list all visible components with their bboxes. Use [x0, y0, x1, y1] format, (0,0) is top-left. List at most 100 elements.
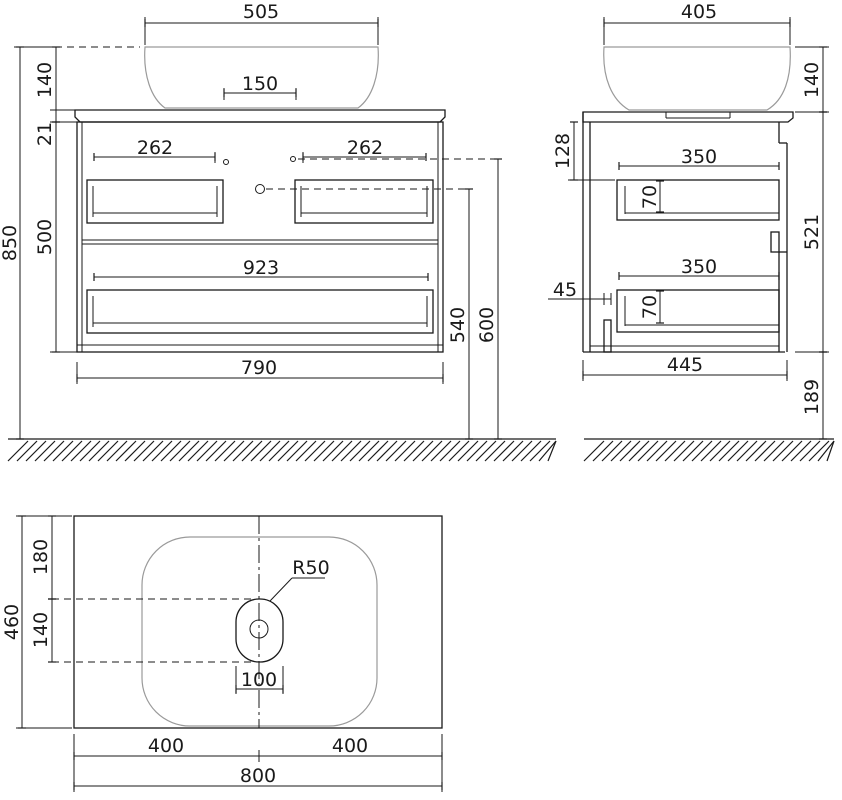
ground-hatch-line — [214, 440, 236, 462]
dim-bottom-drawer-width: 923 — [243, 257, 279, 279]
hatch-front-ground — [7, 440, 557, 462]
ground-hatch-line — [655, 440, 677, 462]
dim-bowl-width: 505 — [243, 1, 279, 23]
ground-hatch-line — [61, 440, 83, 462]
front-view: 505 150 262 262 923 790 850 140 21 500 5… — [0, 1, 557, 462]
ground-hatch-line — [403, 440, 425, 462]
ground-hatch-line — [637, 440, 659, 462]
dim-side-bowl-depth: 405 — [681, 1, 717, 23]
dim-top-drain-width: 100 — [241, 669, 277, 691]
dim-drain-width: 150 — [242, 73, 278, 95]
front-drawer-right — [294, 179, 434, 224]
hatch-side-ground — [583, 440, 835, 462]
ground-hatch-line — [340, 440, 362, 462]
ground-hatch-line — [421, 440, 443, 462]
ground-hatch-line — [178, 440, 200, 462]
ground-hatch-line — [277, 440, 299, 462]
dim-top-drain-offset: 140 — [30, 612, 52, 648]
dim-side-drawer-bottom-depth: 350 — [681, 256, 717, 278]
dim-side-drawer-top-height: 70 — [639, 185, 661, 209]
top-drain-outline — [235, 598, 284, 663]
dim-top-half-left: 400 — [148, 735, 184, 757]
ground-hatch-line — [7, 440, 29, 462]
front-worktop — [74, 109, 446, 123]
ground-hatch-line — [745, 440, 767, 462]
ground-hatch-line — [727, 440, 749, 462]
side-bowl-outline — [603, 46, 791, 111]
ground-hatch-line — [484, 440, 506, 462]
ground-hatch-line — [241, 440, 263, 462]
ground-hatch-line — [466, 440, 488, 462]
ground-hatch-line — [106, 440, 128, 462]
front-cabinet-body — [76, 121, 444, 353]
dim-side-cabinet-depth: 445 — [667, 354, 703, 376]
dim-drawer-right-width: 262 — [347, 137, 383, 159]
ground-hatch-line — [115, 440, 137, 462]
ground-hatch-line — [25, 440, 47, 462]
ground-hatch-line — [430, 440, 452, 462]
ground-hatch-line — [88, 440, 110, 462]
ground-hatch-line — [97, 440, 119, 462]
ground-hatch-line — [196, 440, 218, 462]
ground-hatch-line — [772, 440, 794, 462]
ground-hatch-line — [817, 440, 835, 462]
ground-hatch-line — [313, 440, 335, 462]
dim-side-floor-clearance: 189 — [801, 379, 823, 415]
ground-hatch-line — [763, 440, 785, 462]
ground-hatch-line — [547, 440, 557, 462]
front-drawer-bottom — [86, 289, 434, 334]
ground-hatch-line — [682, 440, 704, 462]
ground-hatch-line — [808, 440, 830, 462]
dim-overall-height: 850 — [0, 225, 21, 261]
dim-worktop-thickness: 21 — [34, 122, 56, 146]
dim-side-top-gap: 128 — [552, 133, 574, 169]
ground-hatch-line — [709, 440, 731, 462]
dim-top-overall-width: 800 — [240, 765, 276, 787]
top-worktop — [73, 515, 443, 729]
ground-hatch-line — [286, 440, 308, 462]
dim-side-cabinet-height: 521 — [801, 214, 823, 250]
ground-hatch-line — [259, 440, 281, 462]
ground-hatch-line — [331, 440, 353, 462]
top-view: R50 100 460 180 140 400 400 800 — [1, 515, 443, 792]
side-view: 405 128 350 70 350 70 45 445 140 521 189 — [548, 1, 835, 462]
ground-hatch-line — [493, 440, 515, 462]
ground-hatch-line — [583, 440, 605, 462]
dim-cabinet-height: 500 — [34, 219, 56, 255]
ground-hatch-line — [349, 440, 371, 462]
dim-top-depth-total: 460 — [1, 604, 23, 640]
ground-hatch-line — [610, 440, 632, 462]
ground-hatch-line — [268, 440, 290, 462]
dim-height-540: 540 — [447, 307, 469, 343]
ground-hatch-line — [691, 440, 713, 462]
dim-side-drawer-top-depth: 350 — [681, 146, 717, 168]
ground-hatch-line — [322, 440, 344, 462]
ground-hatch-line — [826, 440, 835, 462]
ground-hatch-line — [376, 440, 398, 462]
ground-hatch-line — [601, 440, 623, 462]
ground-hatch-line — [133, 440, 155, 462]
ground-hatch-line — [358, 440, 380, 462]
ground-hatch-line — [124, 440, 146, 462]
ground-hatch-line — [169, 440, 191, 462]
ground-hatch-line — [205, 440, 227, 462]
ground-hatch-line — [799, 440, 821, 462]
ground-hatch-line — [646, 440, 668, 462]
dim-bowl-height: 140 — [34, 62, 56, 98]
ground-hatch-line — [718, 440, 740, 462]
ground-hatch-line — [619, 440, 641, 462]
ground-hatch-line — [250, 440, 272, 462]
dim-side-bowl-height: 140 — [801, 62, 823, 98]
ground-hatch-line — [232, 440, 254, 462]
ground-hatch-line — [412, 440, 434, 462]
ground-hatch-line — [160, 440, 182, 462]
dim-cabinet-width: 790 — [241, 357, 277, 379]
ground-hatch-line — [538, 440, 557, 462]
dim-top-depth-top: 180 — [30, 539, 52, 575]
ground-hatch-line — [448, 440, 470, 462]
front-drawer-left — [86, 179, 224, 224]
ground-hatch-line — [520, 440, 542, 462]
ground-hatch-line — [142, 440, 164, 462]
dim-side-drawer-bottom-height: 70 — [639, 295, 661, 319]
